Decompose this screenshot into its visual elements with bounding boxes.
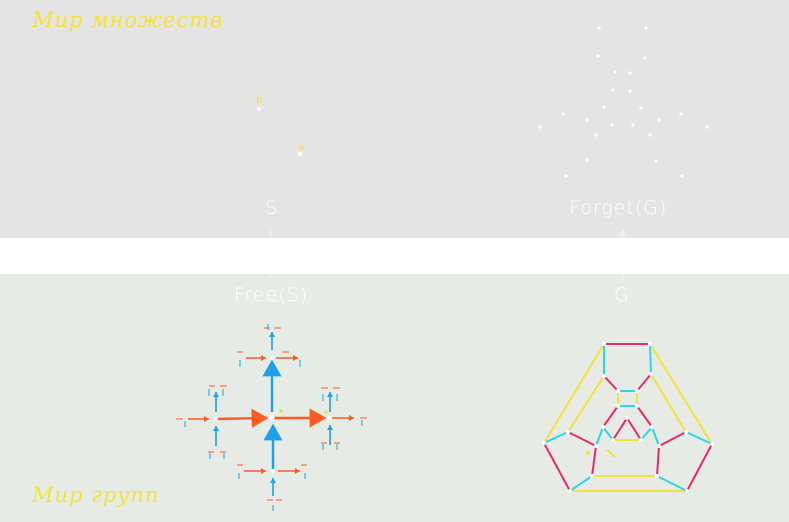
group-G-label: G — [614, 284, 630, 306]
forget-G-label: Forget(G) — [569, 197, 668, 219]
panel-separator — [0, 238, 789, 274]
free-S-label: Free(S) — [234, 284, 309, 306]
set-element-a-point — [297, 151, 303, 157]
free-group-cayley-tree — [176, 324, 367, 511]
world-groups-label: Мир групп — [32, 483, 160, 507]
group-G-cayley-graph — [542, 342, 714, 493]
sets-world-panel — [0, 0, 789, 238]
edge-a-main-left — [215, 408, 269, 428]
set-element-a-label: a — [298, 142, 304, 153]
set-element-b-point — [256, 106, 262, 112]
identity-vertex — [269, 415, 275, 421]
group-identity-marker — [586, 451, 590, 455]
groups-world-panel — [0, 274, 789, 522]
set-element-b-label: b — [256, 95, 262, 106]
set-S: b a — [256, 95, 304, 157]
adjunction-arrows — [270, 228, 628, 280]
forget-G-point-set — [538, 26, 709, 178]
set-S-label: S — [265, 197, 279, 219]
world-sets-label: Мир множеств — [32, 8, 224, 32]
forget-arrow-head — [618, 228, 628, 239]
